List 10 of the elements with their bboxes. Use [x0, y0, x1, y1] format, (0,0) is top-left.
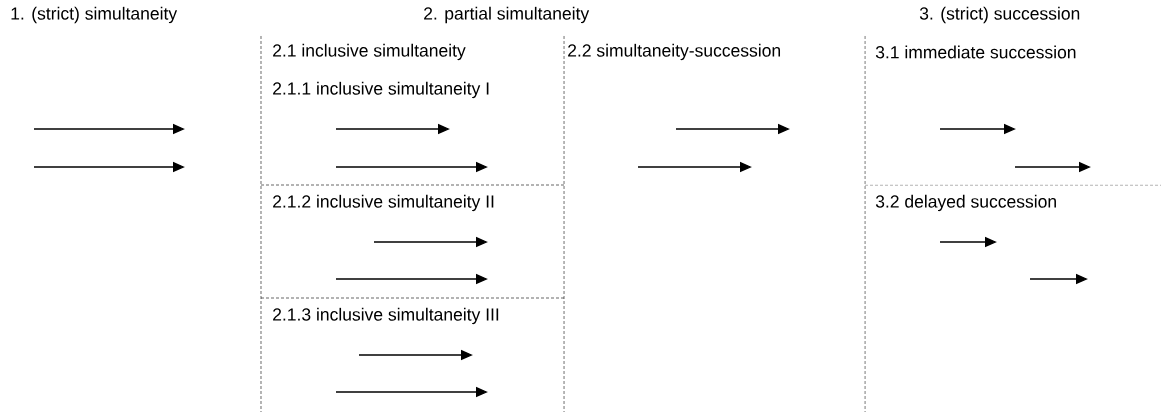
- heading: 2. partial simultaneity: [424, 6, 590, 24]
- heading: 2.2 simultaneity-succession: [568, 43, 780, 61]
- heading: 2.1.1 inclusive simultaneity I: [273, 81, 489, 99]
- heading: 2.1.3 inclusive simultaneity III: [273, 307, 499, 325]
- heading: 2.1 inclusive simultaneity: [273, 43, 466, 61]
- heading: 3.2 delayed succession: [875, 194, 1056, 212]
- heading: 1. (strict) simultaneity: [11, 6, 178, 24]
- heading: 3.1 immediate succession: [875, 45, 1076, 59]
- heading: 2.1.2 inclusive simultaneity II: [273, 194, 494, 212]
- heading: 3. (strict) succession: [919, 6, 1080, 24]
